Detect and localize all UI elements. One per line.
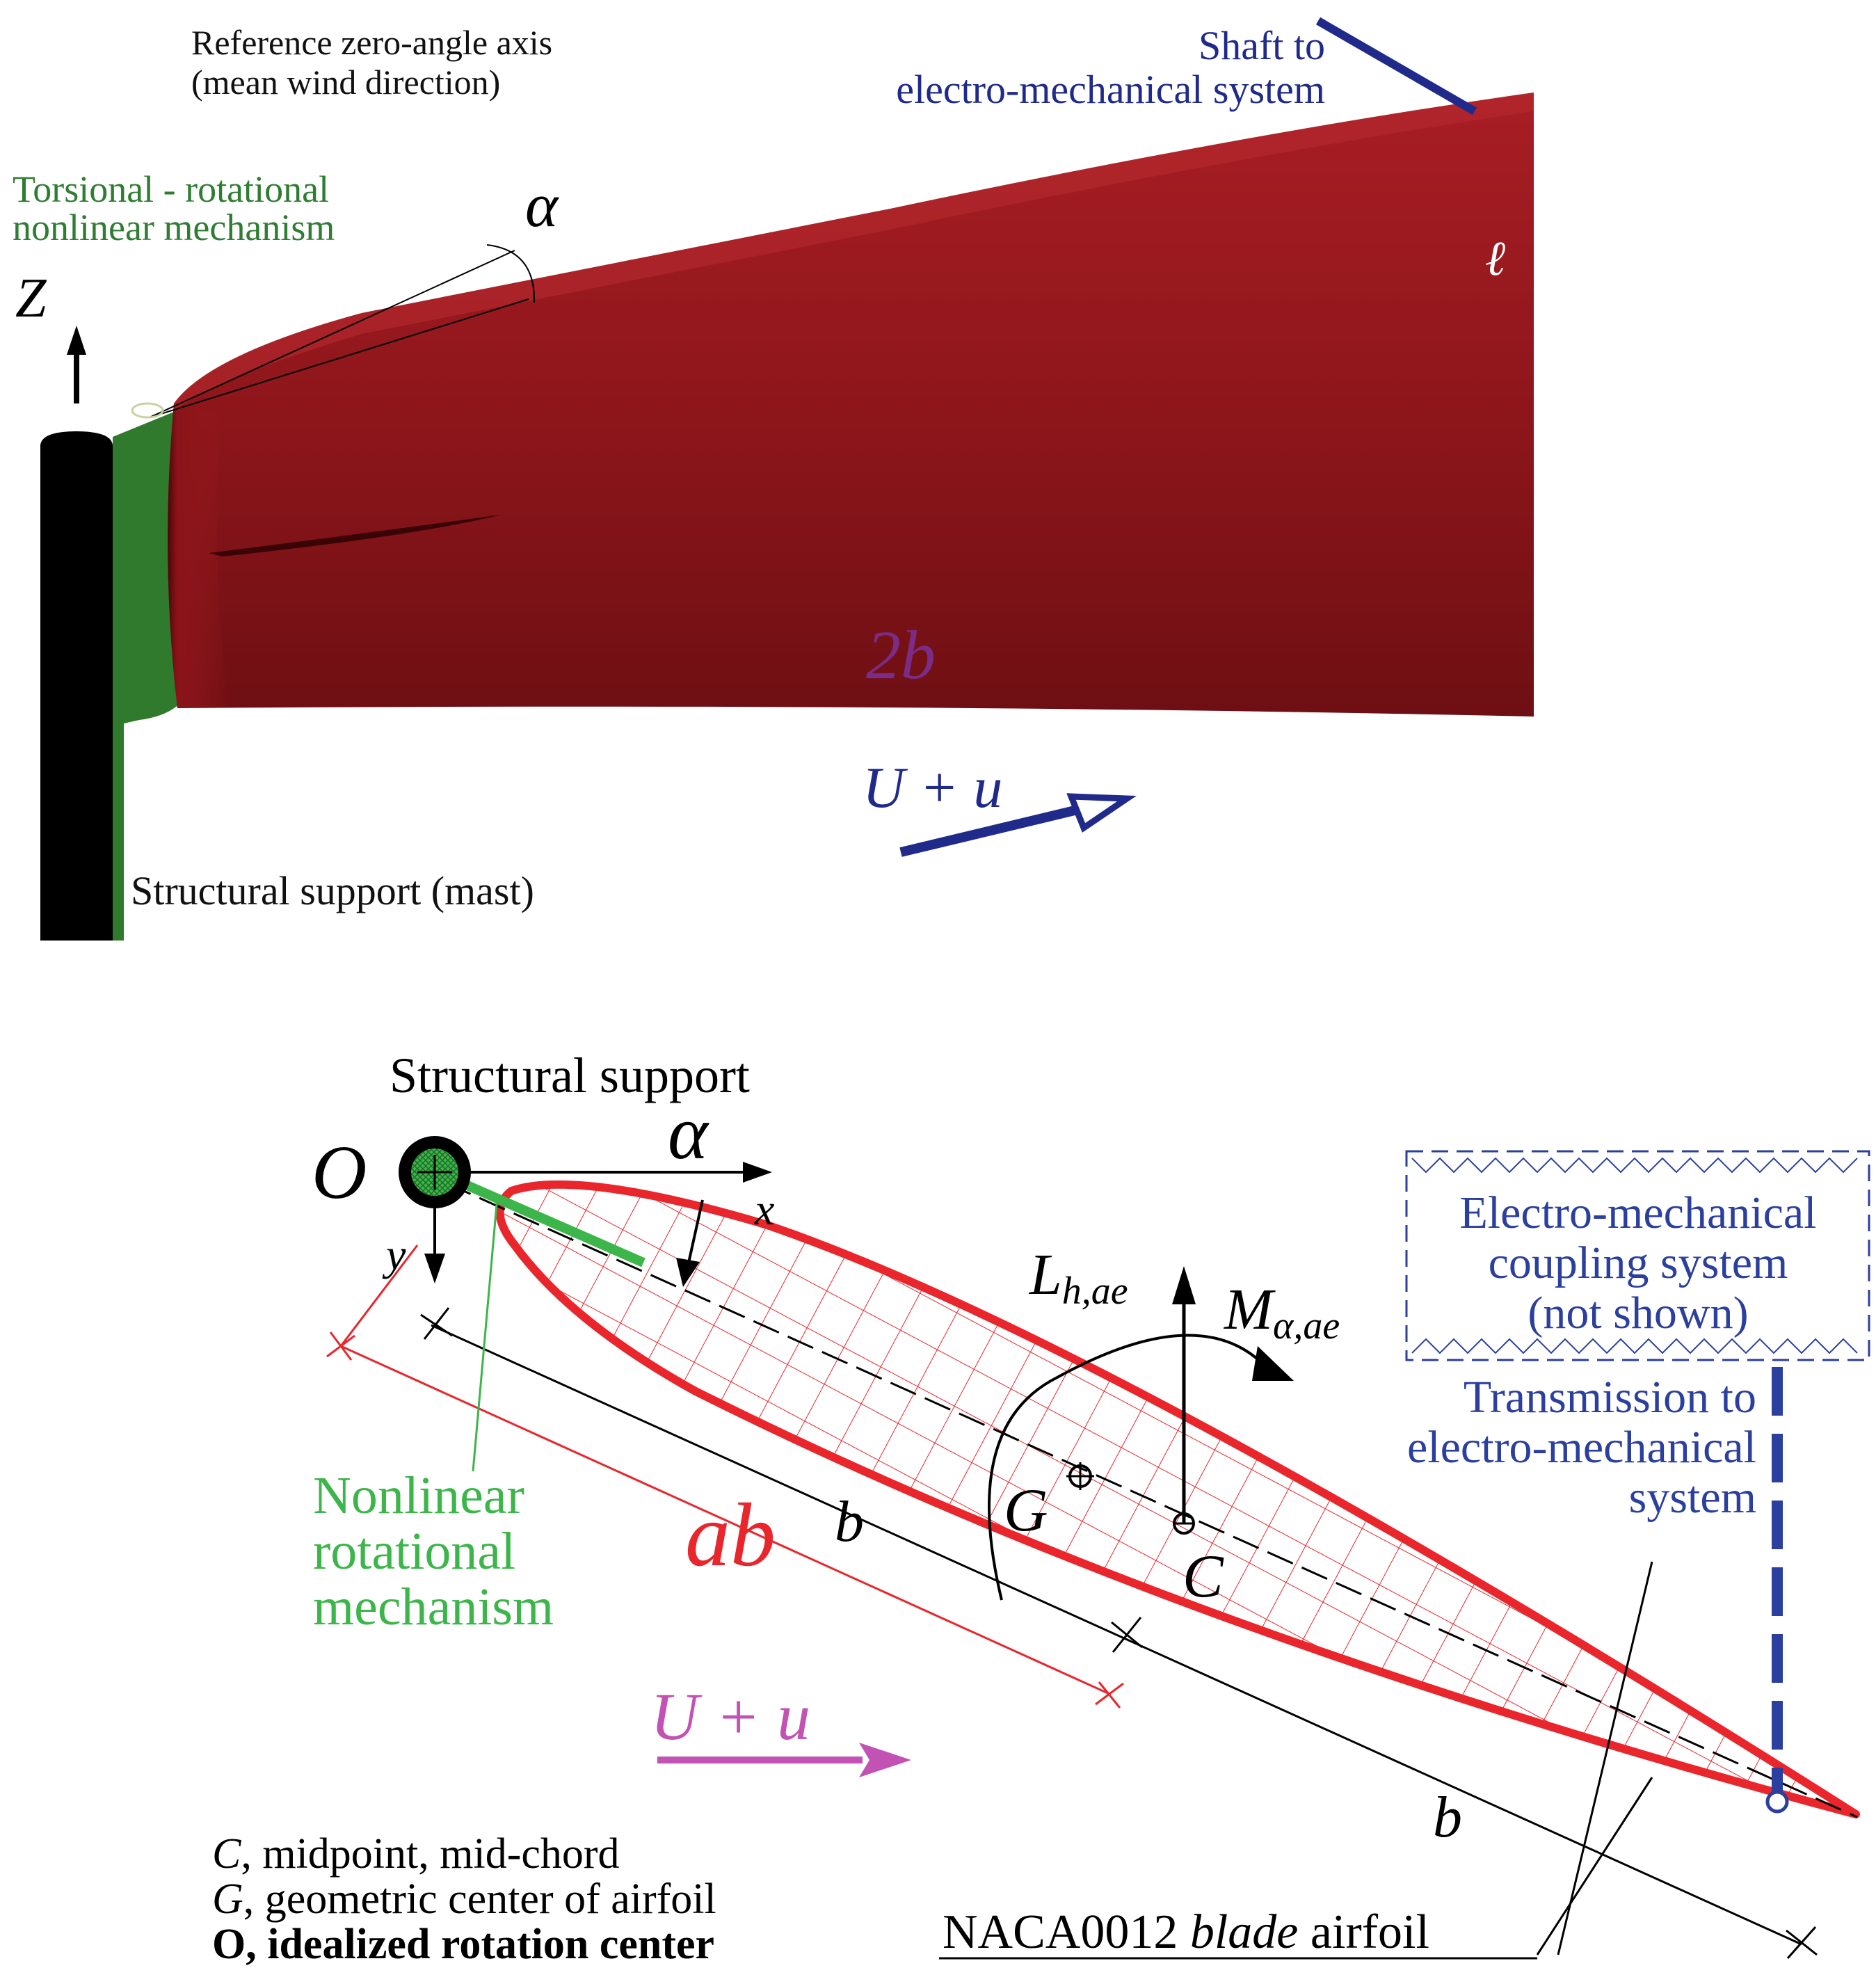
coupling-label-3: (not shown) [1528, 1288, 1748, 1338]
blade-body [168, 93, 1534, 717]
transmission-pivot [1765, 1790, 1789, 1814]
lift-arrow-head [1172, 1266, 1196, 1304]
torsional-label-1: Torsional - rotational [13, 168, 329, 210]
nonlinear-label-2: rotational [313, 1522, 515, 1581]
lift-label: Lh,ae [1029, 1242, 1128, 1313]
shaft-line [1315, 17, 1477, 115]
airfoil-label: NACA0012 blade airfoil [943, 1905, 1429, 1959]
dimension-ab-leader [339, 1245, 419, 1347]
ref-axis-label-2: (mean wind direction) [191, 63, 500, 102]
y-axis-label: y [382, 1230, 406, 1279]
ref-axis-label-1: Reference zero-angle axis [191, 23, 552, 62]
span-length-label: ℓ [1485, 232, 1505, 286]
z-axis-label: Z [15, 268, 47, 329]
structural-support-label: Structural support [390, 1048, 750, 1103]
dimension-ab-tick-start [326, 1331, 355, 1361]
wind-arrow-line-top [899, 806, 1076, 857]
x-axis-label: x [754, 1185, 774, 1234]
coupling-box-zigzag [1411, 1157, 1858, 1354]
airfoil-label-leader-2 [1536, 1777, 1653, 1955]
transmission-label-3: system [1629, 1472, 1756, 1523]
dimension-b-tick-start [420, 1307, 453, 1340]
y-axis-arrow-head [424, 1254, 445, 1283]
point-c-label: C [1182, 1543, 1224, 1610]
legend-o: O, idealized rotation center [212, 1921, 714, 1968]
dimension-ab-line [340, 1345, 1110, 1695]
alpha-label-top: α [525, 171, 559, 240]
dimension-b-label-upper: b [835, 1489, 864, 1554]
mast-label: Structural support (mast) [131, 868, 534, 913]
dimension-b-label-lower: b [1433, 1785, 1462, 1850]
dimension-b-tick-mid [1111, 1617, 1143, 1653]
chord-line [444, 1181, 1858, 1818]
nonlinear-label-3: mechanism [313, 1578, 554, 1636]
naca0012-airfoil [495, 1180, 1860, 1818]
z-axis-arrow-head [67, 326, 86, 355]
x-axis-arrow-head [743, 1162, 772, 1183]
reference-axis-line [149, 250, 515, 418]
alpha-pointer-line [687, 1199, 704, 1263]
wind-arrow-head-top [1066, 793, 1137, 833]
transmission-label-1: Transmission to [1464, 1372, 1756, 1423]
shaft-label-1: Shaft to [1198, 23, 1325, 68]
torsional-label-2: nonlinear mechanism [13, 207, 335, 248]
alpha-pointer-head [676, 1258, 700, 1287]
dimension-ab-label: ab [685, 1485, 776, 1585]
moment-arrow-head [1252, 1346, 1294, 1381]
blade-shadow-streak [209, 515, 501, 557]
legend-g: G, geometric center of airfoil [212, 1875, 716, 1923]
moment-arc [988, 1334, 1264, 1601]
moment-label: Mα,ae [1224, 1277, 1340, 1347]
legend-c: C, midpoint, mid-chord [212, 1830, 620, 1878]
dimension-ab-tick-end [1095, 1681, 1124, 1709]
mast [40, 431, 113, 941]
wind-label-top: U + u [863, 755, 1002, 820]
coupling-system-box [1405, 1150, 1870, 1361]
airfoil-label-leader [1557, 1561, 1653, 1955]
nonlinear-mechanism-arm [443, 1171, 646, 1267]
point-g-label: G [1004, 1477, 1048, 1544]
airfoil-hatch [499, 1184, 1856, 1814]
wind-label-bottom: U + u [650, 1679, 810, 1754]
top-panel: Reference zero-angle axis (mean wind dir… [13, 17, 1534, 941]
dimension-b-line [431, 1324, 1802, 1946]
wind-arrow-head-bottom [859, 1743, 911, 1777]
coupling-label-2: coupling system [1489, 1238, 1788, 1288]
origin-label: O [312, 1130, 367, 1215]
nonlinear-leader-line [472, 1196, 499, 1472]
transmission-label-2: electro-mechanical [1407, 1422, 1756, 1473]
alpha-arc-top [486, 244, 536, 303]
nonlinear-label-1: Nonlinear [313, 1466, 524, 1525]
torsional-mechanism [113, 410, 181, 941]
alpha-label-bottom: α [668, 1090, 709, 1175]
shaft-label-2: electro-mechanical system [896, 67, 1325, 112]
blade-root-shade [168, 403, 230, 708]
pivot-ring-top [131, 402, 164, 419]
bottom-panel: Structural support O α x y Lh,ae Mα,ae E… [212, 1048, 1870, 1968]
coupling-label-1: Electro-mechanical [1459, 1187, 1816, 1238]
blade-leading-edge-highlight [174, 93, 1534, 410]
rotated-axis-line [149, 298, 529, 418]
chord-2b-label: 2b [866, 616, 936, 694]
dimension-b-tick-end [1786, 1926, 1818, 1959]
